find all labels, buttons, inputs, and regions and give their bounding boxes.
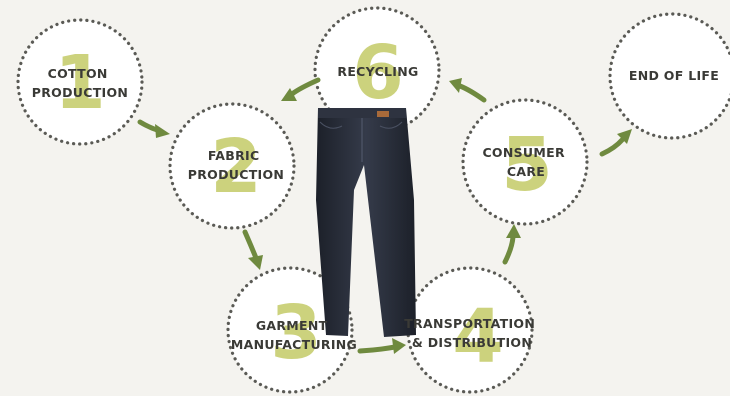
arrow-5-to-end-of-life [599,137,625,157]
stage-label-transportation-distribution: TRANSPORTATION & DISTRIBUTION [404,316,540,350]
stage-label-end-of-life: END OF LIFE [629,68,719,83]
arrow-head-5-to-end-of-life [617,129,632,144]
stage-label-consumer-care: CONSUMER CARE [482,145,569,179]
stage-label-recycling: RECYCLING [337,64,418,79]
arrow-head-4-to-5 [506,224,521,238]
arrow-head-5-to-6 [449,78,462,93]
stage-number-2: 2 [210,124,262,210]
stage-label-1-line-1: COTTON [48,66,108,81]
stage-label-2-line-2: PRODUCTION [188,167,284,182]
stage-label-3-line-2: MANUFACTURING [231,337,357,352]
stage-number-1: 1 [54,40,106,126]
stage-number-4: 4 [452,294,504,380]
stage-label-fabric-production: FABRIC PRODUCTION [188,148,284,182]
stage-label-5-line-2: CARE [507,164,545,179]
stage-circle-cotton-production [16,18,144,146]
arrow-6-to-2 [289,77,321,97]
stage-circle-garment-manufacturing [226,266,354,394]
arrow-head-1-to-2 [155,124,170,138]
stage-label-2-line-1: FABRIC [208,148,260,163]
arrow-3-to-4 [357,344,398,354]
stage-circle-consumer-care [461,98,589,226]
stage-number-3: 3 [270,290,322,376]
arrow-4-to-5 [502,234,516,265]
arrow-head-3-to-4 [392,338,406,354]
stage-label-4-line-1: TRANSPORTATION [404,316,535,331]
stage-label-cotton-production: COTTON PRODUCTION [32,66,128,100]
stage-label-3-line-1: GARMENT [256,318,328,333]
arrow-2-to-3 [242,229,259,261]
arrow-head-2-to-3 [248,255,263,270]
stage-label-4-line-2: & DISTRIBUTION [412,335,532,350]
stage-label-garment-manufacturing: GARMENT MANUFACTURING [231,318,357,352]
arrow-head-6-to-2 [281,88,297,101]
stage-number-6: 6 [352,30,404,116]
stage-number-5: 5 [501,122,553,208]
stage-label-5-line-1: CONSUMER [482,145,564,160]
stage-circle-fabric-production [168,102,296,230]
stage-circle-end-of-life [608,12,730,140]
jeans-image [316,108,416,337]
stage-label-1-line-2: PRODUCTION [32,85,128,100]
arrow-5-to-6 [457,83,487,103]
